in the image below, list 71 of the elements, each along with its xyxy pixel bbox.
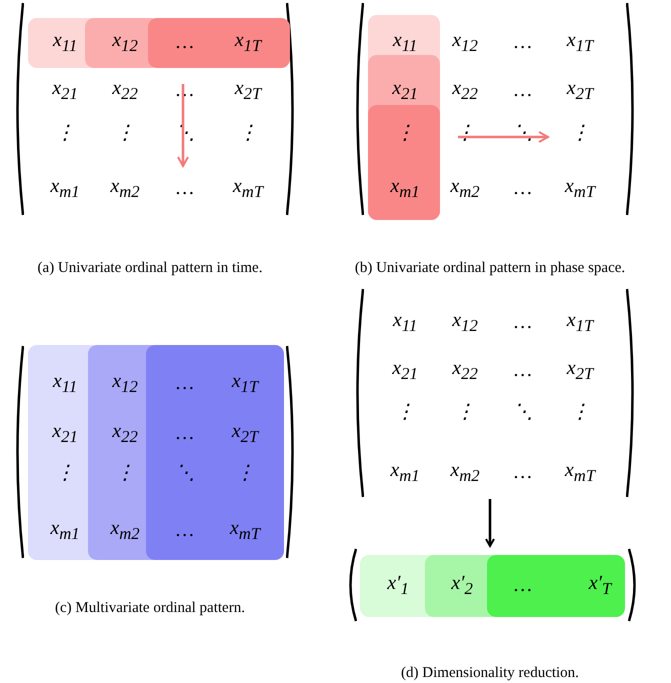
caption: (c) Multivariate ordinal pattern. [55,600,245,617]
matrix-entry: x$_{m1}$ [50,174,80,202]
matrix-entry: x$_{m2}$ [450,458,480,486]
matrix-entry: x$_{m1}$ [50,516,80,544]
matrix-entry: ⋮ [455,122,475,144]
matrix-entry: ⋮ [235,462,255,484]
matrix-entry: x$_{m2}$ [450,174,480,202]
matrix-entry: x$_{11}$ [52,28,78,56]
matrix-entry: x$_{mT}$ [564,174,596,202]
matrix-entry: x$_{22}$ [452,356,478,384]
matrix-entry: ⋮ [395,401,415,423]
matrix-entry: … [514,79,532,101]
matrix-entry: … [176,372,194,394]
matrix-entry: x$_{mT}$ [230,516,260,544]
matrix-entry: … [514,177,532,199]
matrix-entry: x$_{m1}$ [390,174,420,202]
matrix-entry: ⋮ [570,122,590,144]
matrix-entry: x$_{21}$ [392,76,418,104]
matrix-entry: ⋮ [115,462,135,484]
matrix-entry: x$_{1T}$ [566,308,594,336]
matrix-entry: ⋱ [175,462,195,484]
matrix-entry: x$_{m2}$ [110,516,140,544]
matrix-entry: x$_{22}$ [112,420,138,446]
matrix-entry: x$_{m2}$ [110,174,140,202]
matrix-entry: ⋮ [395,122,415,144]
matrix-entry: x$_{2T}$ [234,76,262,104]
matrix-entry: … [176,177,194,199]
matrix-entry: x$_{21}$ [52,420,78,446]
matrix-entry: x′$_{1}$ [387,572,409,598]
matrix-entry: x$_{21}$ [392,356,418,384]
arrow [485,499,495,547]
matrix-entry: x$_{12}$ [112,370,138,396]
matrix-entry: ⋮ [455,401,475,423]
matrix-entry: … [514,359,532,381]
caption: (b) Univariate ordinal pattern in phase space. [354,260,626,277]
matrix-entry: x$_{11}$ [52,370,78,396]
matrix-entry: x$_{12}$ [112,28,138,56]
matrix-entry: x$_{11}$ [392,308,418,336]
matrix-entry: ⋮ [55,462,75,484]
caption: (d) Dimensionality reduction. [401,665,579,682]
matrix-entry: x$_{22}$ [452,76,478,104]
matrix-entry: x$_{m1}$ [390,458,420,486]
matrix-entry: x$_{1T}$ [232,370,258,396]
matrix-entry: x′$_{2}$ [451,572,473,598]
matrix-entry: x$_{mT}$ [232,174,264,202]
matrix-entry: … [176,519,194,541]
matrix-entry: ⋱ [513,122,533,144]
matrix-entry: x$_{21}$ [52,76,78,104]
matrix-entry: … [514,311,532,333]
matrix-entry: ⋮ [238,122,258,144]
matrix-entry: … [176,422,194,444]
matrix-entry: ⋮ [55,122,75,144]
matrix-entry: x$_{11}$ [392,28,418,56]
matrix-entry: … [514,31,532,53]
matrix-entry: x$_{2T}$ [566,356,594,384]
matrix-entry: x$_{22}$ [112,76,138,104]
matrix-entry: x$_{mT}$ [564,458,596,486]
matrix-entry: … [514,461,532,483]
matrix-entry: x′$_{T}$ [588,572,612,598]
matrix-entry: x$_{2T}$ [566,76,594,104]
matrix-entry: … [514,574,532,596]
matrix-entry: ⋱ [513,401,533,423]
matrix-entry: ⋮ [570,401,590,423]
matrix-entry: x$_{1T}$ [234,28,262,56]
matrix-entry: ⋮ [115,122,135,144]
caption: (a) Univariate ordinal pattern in time. [38,260,262,277]
matrix-entry: x$_{2T}$ [232,420,258,446]
matrix-entry: x$_{12}$ [452,308,478,336]
matrix-entry: x$_{12}$ [452,28,478,56]
matrix-entry: x$_{1T}$ [566,28,594,56]
matrix-entry: … [176,31,194,53]
